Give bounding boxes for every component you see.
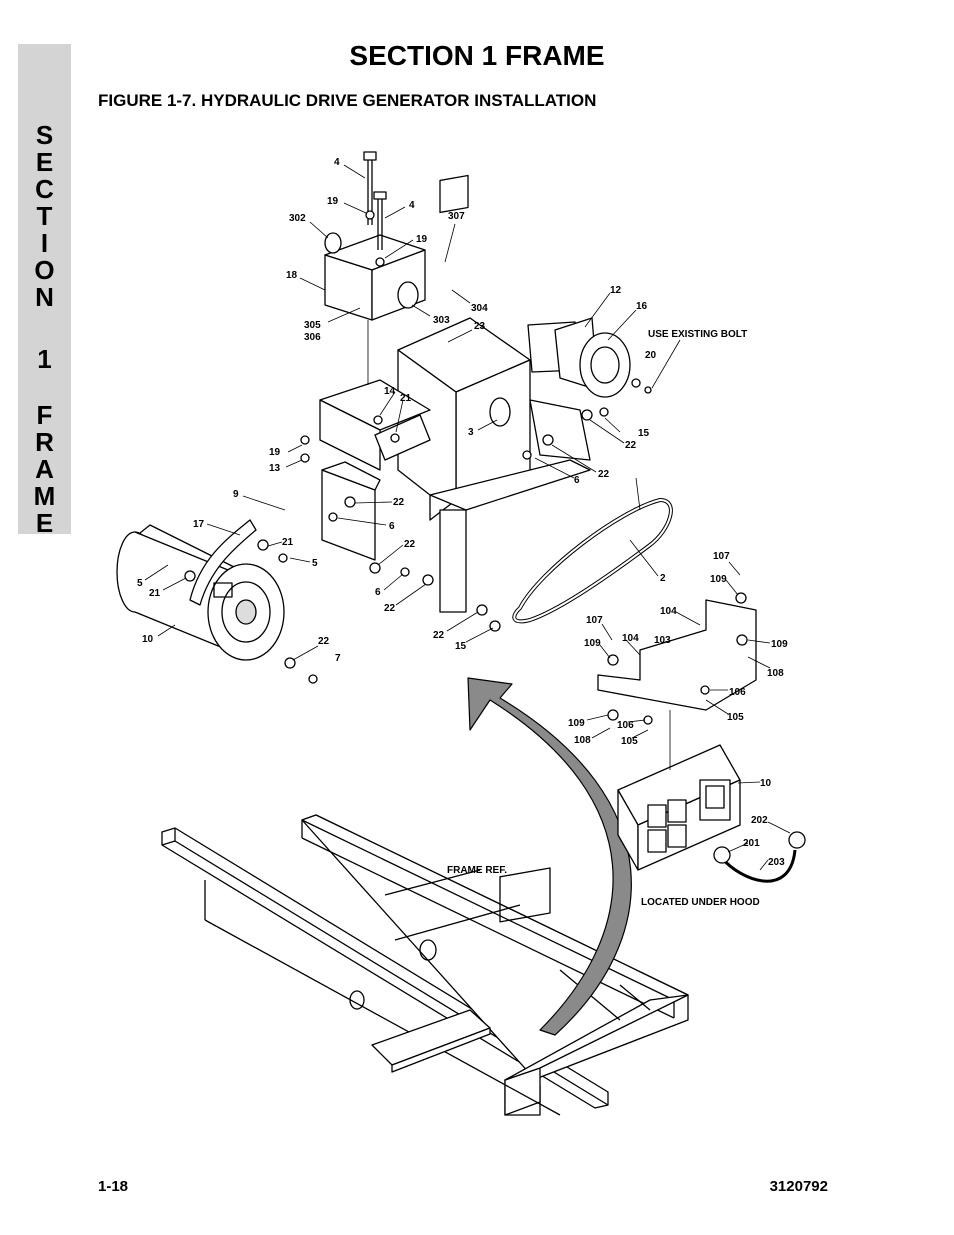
callout-label: 203 [768, 857, 785, 868]
side-tab-letter: M [33, 481, 56, 511]
callout-label: 106 [617, 720, 634, 731]
callout-label: 6 [389, 521, 395, 532]
callout-label: 22 [384, 603, 396, 614]
callout-label: 108 [574, 735, 591, 746]
callout-label: 108 [767, 668, 784, 679]
callout-label: 4 [409, 200, 415, 211]
page-title: SECTION 1 FRAME [349, 40, 605, 71]
callout-label: 109 [568, 718, 585, 729]
callout-label: 5 [312, 558, 318, 569]
callout-label: 15 [455, 641, 467, 652]
callout-label: USE EXISTING BOLT [648, 329, 747, 340]
callout-label: 22 [625, 440, 637, 451]
located-under-hood-label: LOCATED UNDER HOOD [641, 897, 760, 908]
document-number: 3120792 [769, 1178, 828, 1195]
callout-label: 307 [448, 211, 465, 222]
valve-block-illustration [324, 174, 469, 321]
assembly-direction-arrow [467, 677, 632, 1036]
side-tab-letter: R [35, 427, 54, 457]
callout-label: 20 [645, 350, 657, 361]
callout-label: 103 [654, 635, 671, 646]
callout-label: 104 [660, 606, 677, 617]
callout-label: 19 [327, 196, 339, 207]
callout-label: 19 [269, 447, 281, 458]
callout-label: 22 [318, 636, 330, 647]
callout-label: 303 [433, 315, 450, 326]
callout-label: 22 [393, 497, 405, 508]
callout-label: 12 [610, 285, 622, 296]
callout-label: 6 [574, 475, 580, 486]
outlet-box-illustration [597, 599, 806, 883]
callout-label: 302 [289, 213, 306, 224]
side-tab-letter: I [40, 228, 49, 258]
callout-label: 13 [269, 463, 281, 474]
side-tab-letter: 1 [37, 344, 52, 374]
mounting-bracket-illustration [319, 317, 591, 613]
side-tab-letter: T [36, 201, 53, 231]
callout-label: 306 [304, 332, 321, 343]
callout-label: 21 [149, 588, 161, 599]
side-tab-letter: O [34, 255, 55, 285]
side-tab-letter: S [35, 120, 54, 150]
callout-label: 22 [598, 469, 610, 480]
callout-label: 107 [586, 615, 603, 626]
callout-label: 109 [771, 639, 788, 650]
callout-label: 19 [416, 234, 428, 245]
side-tab-letter: E [35, 147, 54, 177]
callout-label: 202 [751, 815, 768, 826]
callout-label: 7 [335, 653, 341, 664]
callout-label: 10 [760, 778, 772, 789]
callout-label: 21 [282, 537, 294, 548]
side-tab-letter: E [35, 508, 54, 538]
callout-label: 4 [334, 157, 340, 168]
callout-label: 9 [233, 489, 239, 500]
page-number: 1-18 [98, 1178, 129, 1195]
callout-label: 5 [137, 578, 143, 589]
side-tab-letter: C [35, 174, 54, 204]
callout-label: 21 [400, 393, 412, 404]
figure-title: FIGURE 1-7. HYDRAULIC DRIVE GENERATOR IN… [98, 91, 597, 110]
callout-label: 105 [727, 712, 744, 723]
callout-label: 6 [375, 587, 381, 598]
callout-label: 22 [404, 539, 416, 550]
side-tab-letter: A [35, 454, 54, 484]
callout-label: 107 [713, 551, 730, 562]
callout-label: 15 [638, 428, 650, 439]
hydraulic-motor-illustration [527, 317, 631, 398]
side-tab-letter: N [35, 282, 54, 312]
callout-label: 23 [474, 321, 486, 332]
callout-label: 2 [660, 573, 666, 584]
callout-label: 109 [584, 638, 601, 649]
callout-label: 104 [622, 633, 639, 644]
frame-ref-illustration [161, 814, 689, 1116]
callout-label: 105 [621, 736, 638, 747]
callout-label: 16 [636, 301, 648, 312]
section-side-tab: S E C T I O N 1 F R A M E [18, 44, 71, 538]
side-tab-letter: F [36, 400, 53, 430]
callout-label: 201 [743, 838, 760, 849]
callout-label: 304 [471, 303, 488, 314]
callout-label: 109 [710, 574, 727, 585]
callout-label: 14 [384, 386, 396, 397]
callout-label: 22 [433, 630, 445, 641]
callout-label: 3 [468, 427, 474, 438]
generator-illustration [116, 524, 285, 661]
callout-label: 106 [729, 687, 746, 698]
callout-label: 305 [304, 320, 321, 331]
callout-label: 18 [286, 270, 298, 281]
callout-label: 17 [193, 519, 205, 530]
frame-ref-label: FRAME REF. [447, 865, 507, 876]
callout-label: 10 [142, 634, 154, 645]
